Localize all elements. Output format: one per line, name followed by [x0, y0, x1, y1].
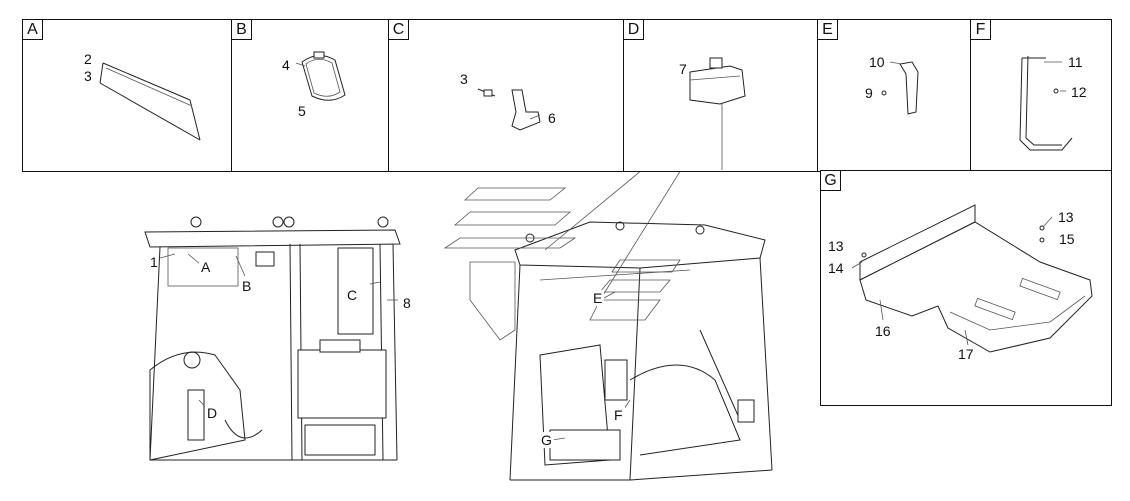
callout-g-13a: 13 — [828, 238, 844, 254]
callout-g-17: 17 — [958, 346, 974, 362]
cab-right-drawing — [443, 103, 773, 481]
panel-g: G — [820, 170, 1112, 406]
panel-f: F — [970, 19, 1112, 172]
callout-b-4: 4 — [282, 57, 290, 73]
callout-e-10: 10 — [869, 54, 885, 70]
panel-g-tag: G — [821, 171, 841, 191]
panel-e: E — [817, 19, 972, 172]
panel-f-tag: F — [971, 20, 991, 40]
callout-cab-1: 1 — [150, 254, 158, 270]
panel-b-tag: B — [232, 20, 252, 40]
callout-f-11: 11 — [1068, 54, 1083, 70]
callout-g-16: 16 — [875, 323, 891, 339]
cab-marker-a: A — [199, 259, 213, 275]
panel-c: C — [388, 19, 625, 172]
callout-f-12: 12 — [1071, 84, 1087, 100]
callout-a-3: 3 — [84, 68, 92, 84]
cab-marker-d: D — [205, 405, 220, 421]
callout-g-14: 14 — [828, 260, 844, 276]
cab-marker-g: G — [539, 432, 554, 448]
callout-c-6: 6 — [548, 110, 556, 126]
callout-c-3: 3 — [460, 71, 468, 87]
callout-a-2: 2 — [84, 51, 92, 67]
callout-b-5: 5 — [298, 103, 306, 119]
callout-cab-8: 8 — [403, 295, 411, 311]
callout-g-13b: 13 — [1058, 209, 1074, 225]
panel-b: B — [231, 19, 390, 172]
cab-marker-e: E — [591, 290, 605, 306]
cab-left-drawing — [144, 216, 401, 461]
cab-marker-f: F — [612, 407, 625, 423]
callout-e-9: 9 — [865, 85, 873, 101]
callout-g-15: 15 — [1059, 231, 1075, 247]
panel-d: D — [623, 19, 819, 172]
panel-a-tag: A — [23, 20, 43, 40]
panel-c-tag: C — [389, 20, 409, 40]
cab-marker-c: C — [345, 287, 360, 303]
callout-d-7: 7 — [679, 61, 687, 77]
panel-a: A — [22, 19, 233, 172]
panel-e-tag: E — [818, 20, 838, 40]
cab-marker-b: B — [240, 278, 254, 294]
panel-d-tag: D — [624, 20, 644, 40]
